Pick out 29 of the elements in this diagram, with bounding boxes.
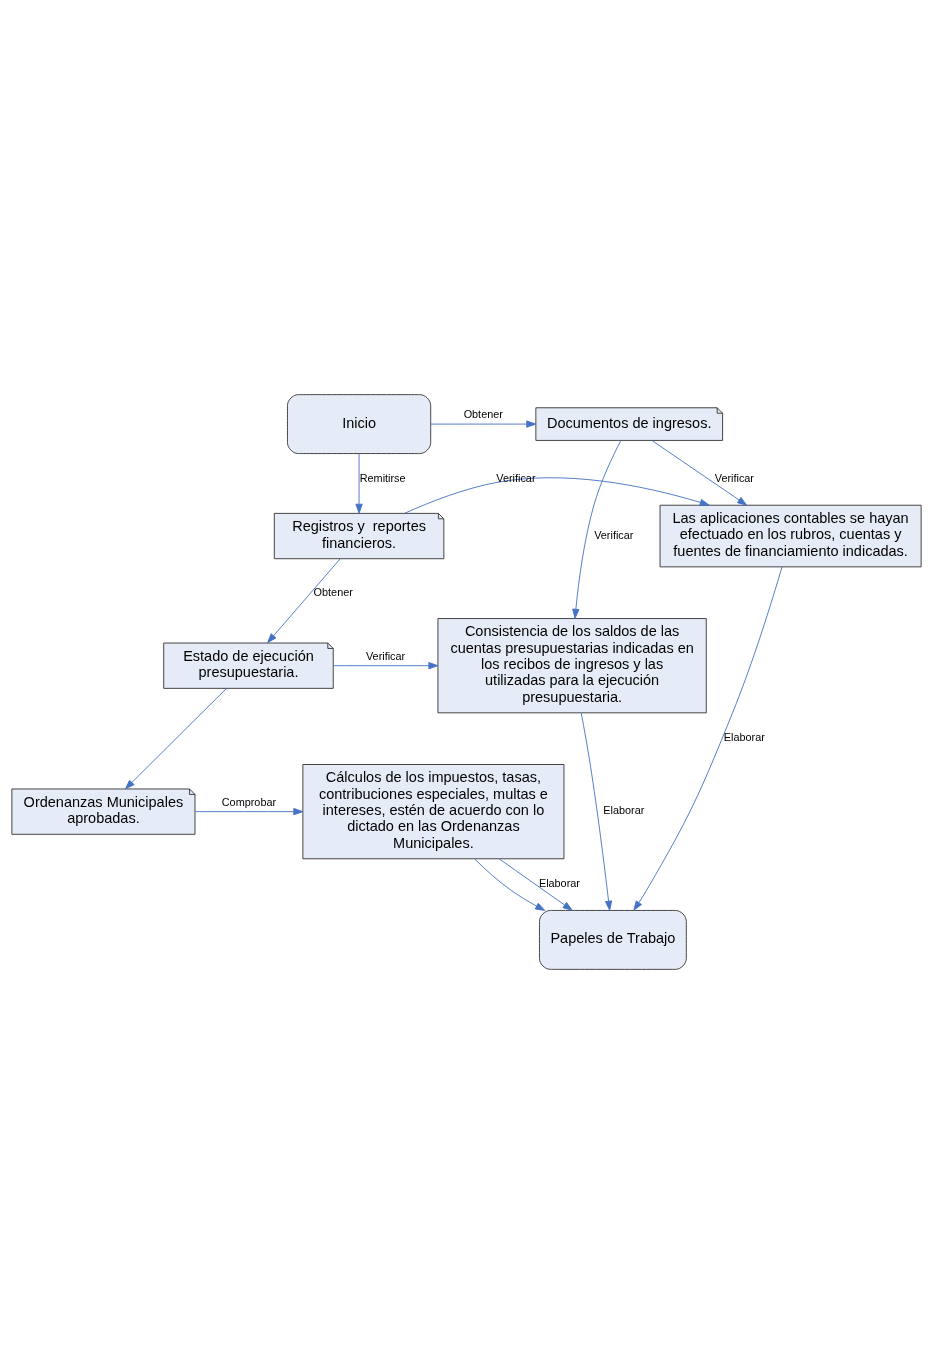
node-box: Consistencia de los saldos de las cuentas presupuestarias indicadas en los recibos de ingresos y las utilizadas para la ejecución presupuestaria. — [437, 617, 707, 713]
arrow — [333, 661, 439, 669]
arrow — [498, 857, 573, 911]
arrow — [404, 476, 710, 514]
node-box: Cálculos de los impuestos, tasas, contribuciones especiales, multas e intereses, estén de acuerdo con lo dictado en las Ordenanzas Municipales. — [302, 763, 565, 859]
edge-label: Verificar — [496, 471, 536, 484]
arrow — [194, 807, 304, 815]
edge-label: Verificar — [714, 471, 754, 484]
arrow — [633, 566, 783, 911]
edge-label: Elaborar — [723, 730, 765, 743]
node-box: Las aplicaciones contables se hayan efectuado en los rubros, cuentas y fuentes de financiamiento indicadas. — [659, 504, 922, 567]
edge-label: Obtener — [313, 585, 353, 598]
edge-label: Elaborar — [603, 803, 645, 816]
node-box: Inicio — [287, 393, 432, 454]
arrow — [267, 557, 341, 643]
edge-label: Verificar — [594, 528, 634, 541]
arrow — [651, 439, 748, 506]
edge-label: Verificar — [365, 649, 406, 662]
edge-label: Remitirse — [359, 471, 406, 484]
arrow — [430, 419, 537, 428]
arrow — [474, 858, 546, 911]
edge-label: Elaborar — [538, 876, 580, 889]
edge-label: Comprobar — [221, 795, 277, 808]
arrow — [572, 439, 622, 619]
node-box: Papeles de Trabajo — [539, 909, 687, 970]
arrow — [124, 687, 227, 789]
edge-label: Obtener — [463, 407, 503, 420]
arrow — [580, 712, 613, 911]
arrow — [355, 452, 363, 514]
